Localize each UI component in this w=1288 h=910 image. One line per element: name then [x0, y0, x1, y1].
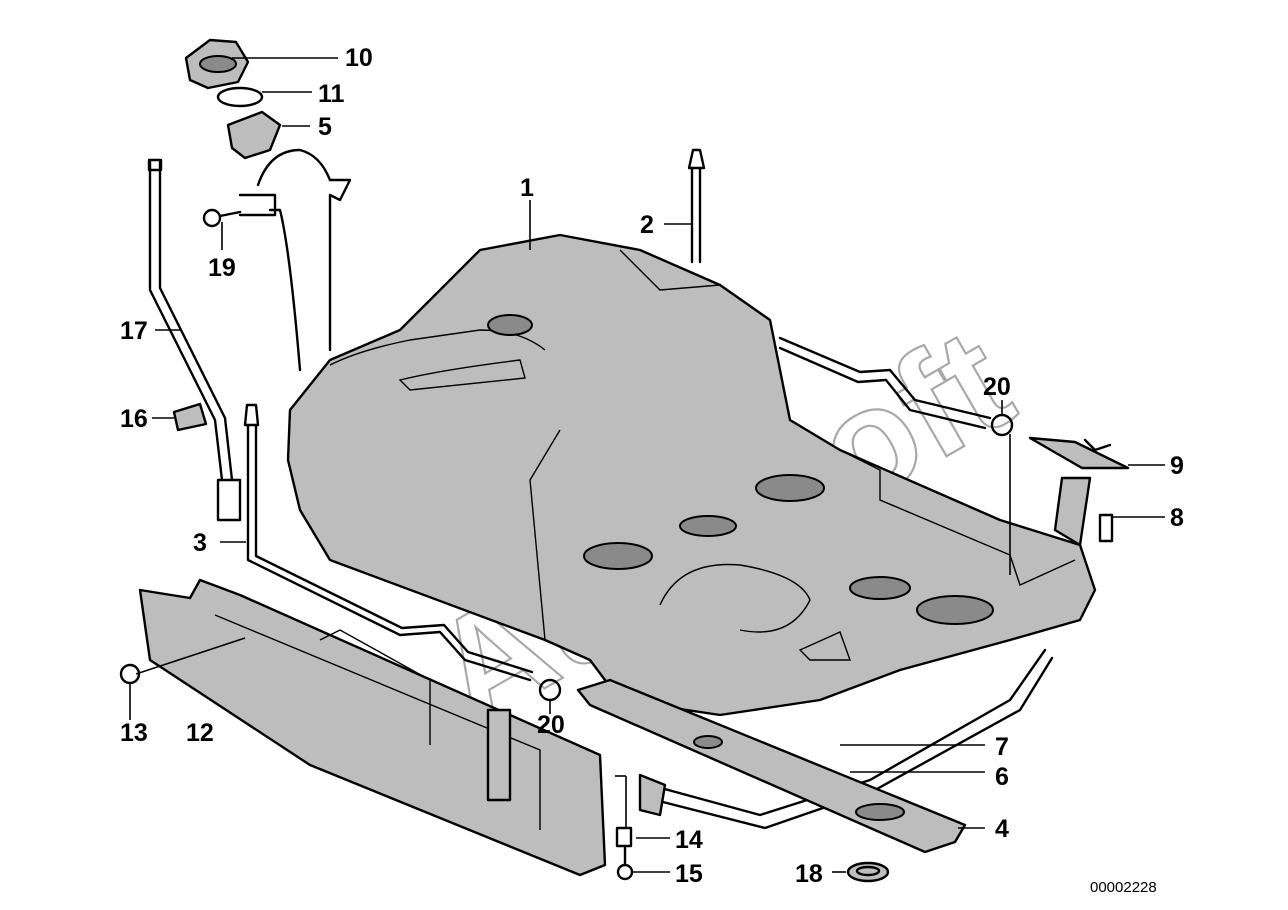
filler-cap-10 — [184, 38, 250, 90]
heat-shield — [138, 578, 607, 877]
callout-20-upper: 20 — [983, 373, 1011, 401]
vent-hose-right — [778, 336, 992, 430]
callout-9: 9 — [1170, 452, 1184, 480]
callout-7: 7 — [995, 733, 1009, 761]
callout-8: 8 — [1170, 504, 1184, 532]
callout-16: 16 — [120, 405, 148, 433]
tension-strap-6-7 — [638, 648, 1054, 830]
callout-19: 19 — [208, 254, 236, 282]
filler-valve — [226, 110, 282, 160]
bracket-9 — [1028, 436, 1130, 470]
document-number: 00002228 — [1090, 879, 1157, 896]
callout-3: 3 — [193, 529, 207, 557]
callout-14: 14 — [675, 826, 703, 854]
grommet-18 — [846, 861, 890, 883]
vent-rod — [687, 148, 706, 264]
fuel-line-3 — [243, 403, 534, 682]
fuel-tank — [286, 233, 1097, 717]
callout-11: 11 — [318, 80, 345, 108]
callout-1: 1 — [520, 174, 534, 202]
callout-13: 13 — [120, 719, 148, 747]
callout-6: 6 — [995, 763, 1009, 791]
nut-13 — [119, 663, 141, 685]
callout-18: 18 — [795, 860, 823, 888]
screw-15 — [616, 846, 634, 881]
hose-clamp-20-lower — [538, 678, 562, 702]
callout-12: 12 — [186, 719, 214, 747]
callout-10: 10 — [345, 44, 373, 72]
clip-16 — [172, 402, 208, 432]
callout-labels: 1 2 3 4 5 6 7 8 9 10 11 12 13 14 15 16 1… — [120, 44, 1184, 888]
callout-15: 15 — [675, 860, 703, 888]
bracket-8-holder — [1053, 476, 1092, 547]
clip-14 — [615, 826, 633, 848]
callout-4: 4 — [995, 815, 1009, 843]
strap-plate-4 — [576, 678, 967, 854]
leader-lines — [129, 57, 1165, 873]
bolt-8 — [1098, 513, 1114, 543]
callout-5: 5 — [318, 113, 332, 141]
callout-20-lower: 20 — [537, 711, 565, 739]
bolt-19 — [202, 208, 242, 228]
seal-ring-11 — [216, 86, 264, 108]
callout-2: 2 — [640, 211, 654, 239]
fill-tube — [147, 158, 242, 522]
filler-neck — [238, 148, 352, 372]
callout-17: 17 — [120, 317, 148, 345]
